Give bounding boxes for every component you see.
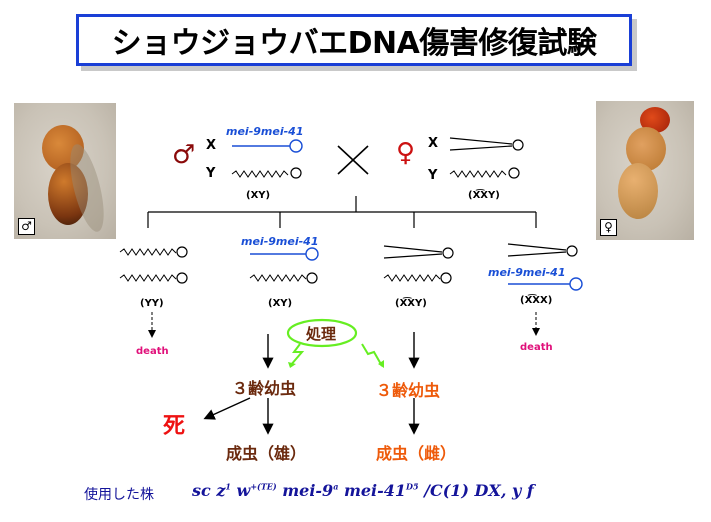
offspring-xxy-chromosomes <box>383 245 454 284</box>
male-y-chromosome <box>231 167 302 179</box>
offspring-3-genotype: (X͡XY) <box>395 298 427 309</box>
offspring-xxx-chromosomes <box>507 243 583 291</box>
strain-sc-sup: 1 <box>225 481 231 492</box>
male-x-chromosome <box>232 139 303 153</box>
female-y-label: Y <box>428 168 438 183</box>
strain-w: w <box>230 481 251 500</box>
female-attached-x-chromosome <box>449 137 524 151</box>
offspring-1-fate: death <box>136 346 169 357</box>
male-fly-photo: ♂ <box>14 103 116 239</box>
treatment-bolt-left <box>289 343 305 367</box>
fly-abdomen <box>48 163 88 225</box>
offspring-xy-chromosomes <box>249 247 319 284</box>
female-y-chromosome <box>449 167 520 179</box>
strain-rest: /C(1) DX, y f <box>418 481 534 500</box>
treatment-label: 処理 <box>306 325 337 343</box>
larva-male-label: ３齢幼虫 <box>232 379 297 398</box>
male-sex-label: ♂ <box>18 218 35 235</box>
female-fly-photo: ♀ <box>596 101 694 240</box>
female-parent-symbol: ♀ <box>396 138 416 168</box>
offspring-1-genotype: (YY) <box>140 298 164 309</box>
offspring-4-gene: mei-9mei-41 <box>488 266 566 279</box>
cross-symbol <box>337 145 369 175</box>
adult-male-label: 成虫（雄） <box>226 444 307 463</box>
male-x-label: X <box>206 138 217 153</box>
strain-sc: sc z <box>192 481 226 500</box>
strain-label: 使用した株 <box>84 487 154 503</box>
offspring-4-genotype: (X͡XX) <box>520 295 553 306</box>
strain-genotype: sc z1 w+(TE) mei-9a mei-41D5 /C(1) DX, y… <box>192 481 534 500</box>
offspring-2-gene: mei-9mei-41 <box>241 235 319 248</box>
death-label: 死 <box>163 414 186 439</box>
male-parent-symbol: ♂ <box>172 140 196 170</box>
adult-female-label: 成虫（雌） <box>376 444 457 463</box>
female-genotype-label: (X͡XY) <box>468 190 500 201</box>
strain-mei41-sup: D5 <box>406 481 419 492</box>
offspring-2-genotype: (XY) <box>268 298 293 309</box>
strain-w-sup: +(TE) <box>250 481 277 492</box>
strain-mei41: mei-41 <box>338 481 407 500</box>
treatment-bolt-right <box>361 343 383 367</box>
female-sex-label: ♀ <box>600 219 617 236</box>
page-title: ショウジョウバエDNA傷害修復試験 <box>76 14 632 66</box>
offspring-4-fate: death <box>520 342 553 353</box>
fly-abdomen <box>618 163 658 219</box>
strain-mei9-sup: a <box>333 481 339 492</box>
male-y-label: Y <box>206 166 216 181</box>
treatment-ellipse <box>286 318 358 348</box>
strain-mei9: mei-9 <box>276 481 334 500</box>
male-genotype-label: (XY) <box>246 190 271 201</box>
offspring-yy-chromosomes <box>119 246 188 284</box>
larva-female-label: ３齢幼虫 <box>376 381 441 400</box>
female-x-label: X <box>428 136 439 151</box>
male-gene-label: mei-9mei-41 <box>226 125 304 138</box>
